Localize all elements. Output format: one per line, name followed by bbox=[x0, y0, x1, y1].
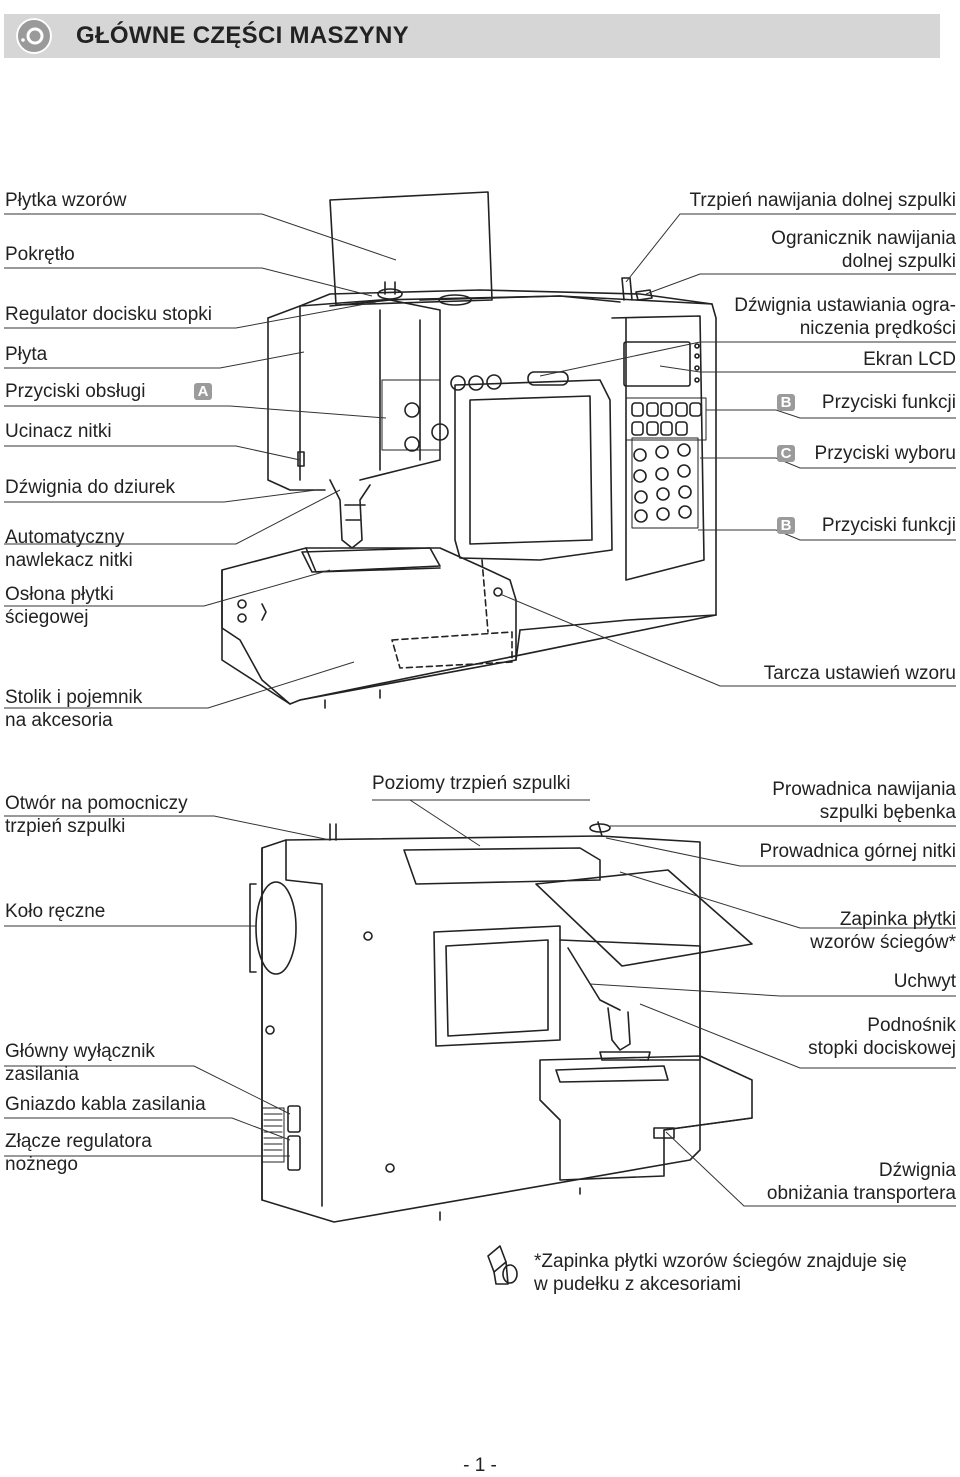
label-line: Otwór na pomocniczy bbox=[5, 793, 188, 814]
label-line: Prowadnica nawijania bbox=[772, 779, 956, 800]
label-pokretlo: Pokrętło bbox=[5, 244, 75, 265]
footnote-line: *Zapinka płytki wzorów ściegów znajduje … bbox=[534, 1251, 907, 1272]
label-line: Stolik i pojemnik bbox=[5, 687, 143, 708]
label-line: trzpień szpulki bbox=[5, 816, 126, 837]
footnote: *Zapinka płytki wzorów ściegów znajduje … bbox=[534, 1250, 907, 1296]
label-line: zasilania bbox=[5, 1064, 79, 1085]
label-line: na akcesoria bbox=[5, 710, 113, 731]
label-line: ściegowej bbox=[5, 607, 89, 628]
label-przyciski-funkcji-2: Przyciski funkcji bbox=[821, 515, 956, 536]
label-line: Osłona płytki bbox=[5, 584, 114, 605]
label-line: Ogranicznik nawijania bbox=[771, 228, 956, 249]
label-line: Złącze regulatora bbox=[5, 1131, 152, 1152]
label-plytka-wzorow: Płytka wzorów bbox=[5, 190, 127, 211]
label-line: Dźwignia bbox=[878, 1160, 956, 1181]
label-dzwignia-transportera: Dźwignia obniżania transportera bbox=[767, 1159, 956, 1205]
label-line: nożnego bbox=[5, 1154, 78, 1175]
label-line: dolnej szpulki bbox=[841, 251, 956, 272]
badge-c: C bbox=[777, 445, 795, 462]
label-line: Zapinka płytki bbox=[839, 909, 956, 930]
badge-a: A bbox=[194, 383, 212, 400]
label-kolo-reczne: Koło ręczne bbox=[5, 901, 106, 922]
label-tarcza: Tarcza ustawień wzoru bbox=[763, 663, 956, 684]
label-podnosnik: Podnośnik stopki dociskowej bbox=[808, 1014, 956, 1060]
label-line: nawlekacz nitki bbox=[5, 550, 133, 571]
label-dzwignia-predkosci: Dźwignia ustawiania ogra- niczenia prędk… bbox=[734, 294, 956, 340]
badge-b-1: B bbox=[777, 394, 795, 411]
page-title: GŁÓWNE CZĘŚCI MASZYNY bbox=[76, 22, 409, 49]
label-line: Główny wyłącznik bbox=[5, 1041, 155, 1062]
label-ogranicznik: Ogranicznik nawijania dolnej szpulki bbox=[771, 227, 956, 273]
label-line: wzorów ściegów* bbox=[810, 932, 956, 953]
machine-icon bbox=[16, 18, 52, 54]
label-line: Dźwignia ustawiania ogra- bbox=[734, 295, 956, 316]
label-line: Podnośnik bbox=[867, 1015, 956, 1036]
label-gniazdo: Gniazdo kabla zasilania bbox=[5, 1094, 206, 1115]
label-przyciski-funkcji-1: Przyciski funkcji bbox=[821, 392, 956, 413]
label-przyciski-wyboru: Przyciski wyboru bbox=[814, 443, 956, 464]
badge-b-2: B bbox=[777, 517, 795, 534]
label-ucinacz-nitki: Ucinacz nitki bbox=[5, 421, 112, 442]
label-trzpien-nawijania: Trzpień nawijania dolnej szpulki bbox=[689, 190, 957, 211]
label-ekran-lcd: Ekran LCD bbox=[863, 349, 956, 370]
label-dzwignia-dziurek: Dźwignia do dziurek bbox=[5, 477, 176, 498]
label-wylacznik: Główny wyłącznik zasilania bbox=[5, 1040, 155, 1086]
label-otwor: Otwór na pomocniczy trzpień szpulki bbox=[5, 792, 188, 838]
label-line: niczenia prędkości bbox=[799, 318, 956, 339]
label-line: obniżania transportera bbox=[766, 1183, 956, 1204]
label-prowadnica-gornej: Prowadnica górnej nitki bbox=[759, 841, 956, 862]
label-poziomy-trzpien: Poziomy trzpień szpulki bbox=[372, 773, 571, 794]
label-line: Automatyczny bbox=[5, 527, 125, 548]
label-nawlekacz: Automatyczny nawlekacz nitki bbox=[5, 526, 133, 572]
label-zlacze: Złącze regulatora nożnego bbox=[5, 1130, 152, 1176]
label-line: stopki dociskowej bbox=[808, 1038, 956, 1059]
footnote-line: w pudełku z akcesoriami bbox=[534, 1274, 741, 1295]
label-plyta: Płyta bbox=[5, 344, 48, 365]
header-bar: GŁÓWNE CZĘŚCI MASZYNY bbox=[4, 14, 940, 58]
pattern-plate-outline bbox=[329, 191, 493, 306]
label-uchwyt: Uchwyt bbox=[893, 971, 956, 992]
label-stolik: Stolik i pojemnik na akcesoria bbox=[5, 686, 142, 732]
label-przyciski-obslugi: Przyciski obsługi bbox=[5, 381, 146, 402]
page-number: - 1 - bbox=[463, 1455, 497, 1476]
label-prowadnica-bebenka: Prowadnica nawijania szpulki bębenka bbox=[772, 778, 956, 824]
label-regulator-docisku: Regulator docisku stopki bbox=[5, 304, 212, 325]
label-line: szpulki bębenka bbox=[819, 802, 956, 823]
label-oslona-plytki: Osłona płytki ściegowej bbox=[5, 583, 114, 629]
label-zapinka: Zapinka płytki wzorów ściegów* bbox=[810, 908, 956, 954]
